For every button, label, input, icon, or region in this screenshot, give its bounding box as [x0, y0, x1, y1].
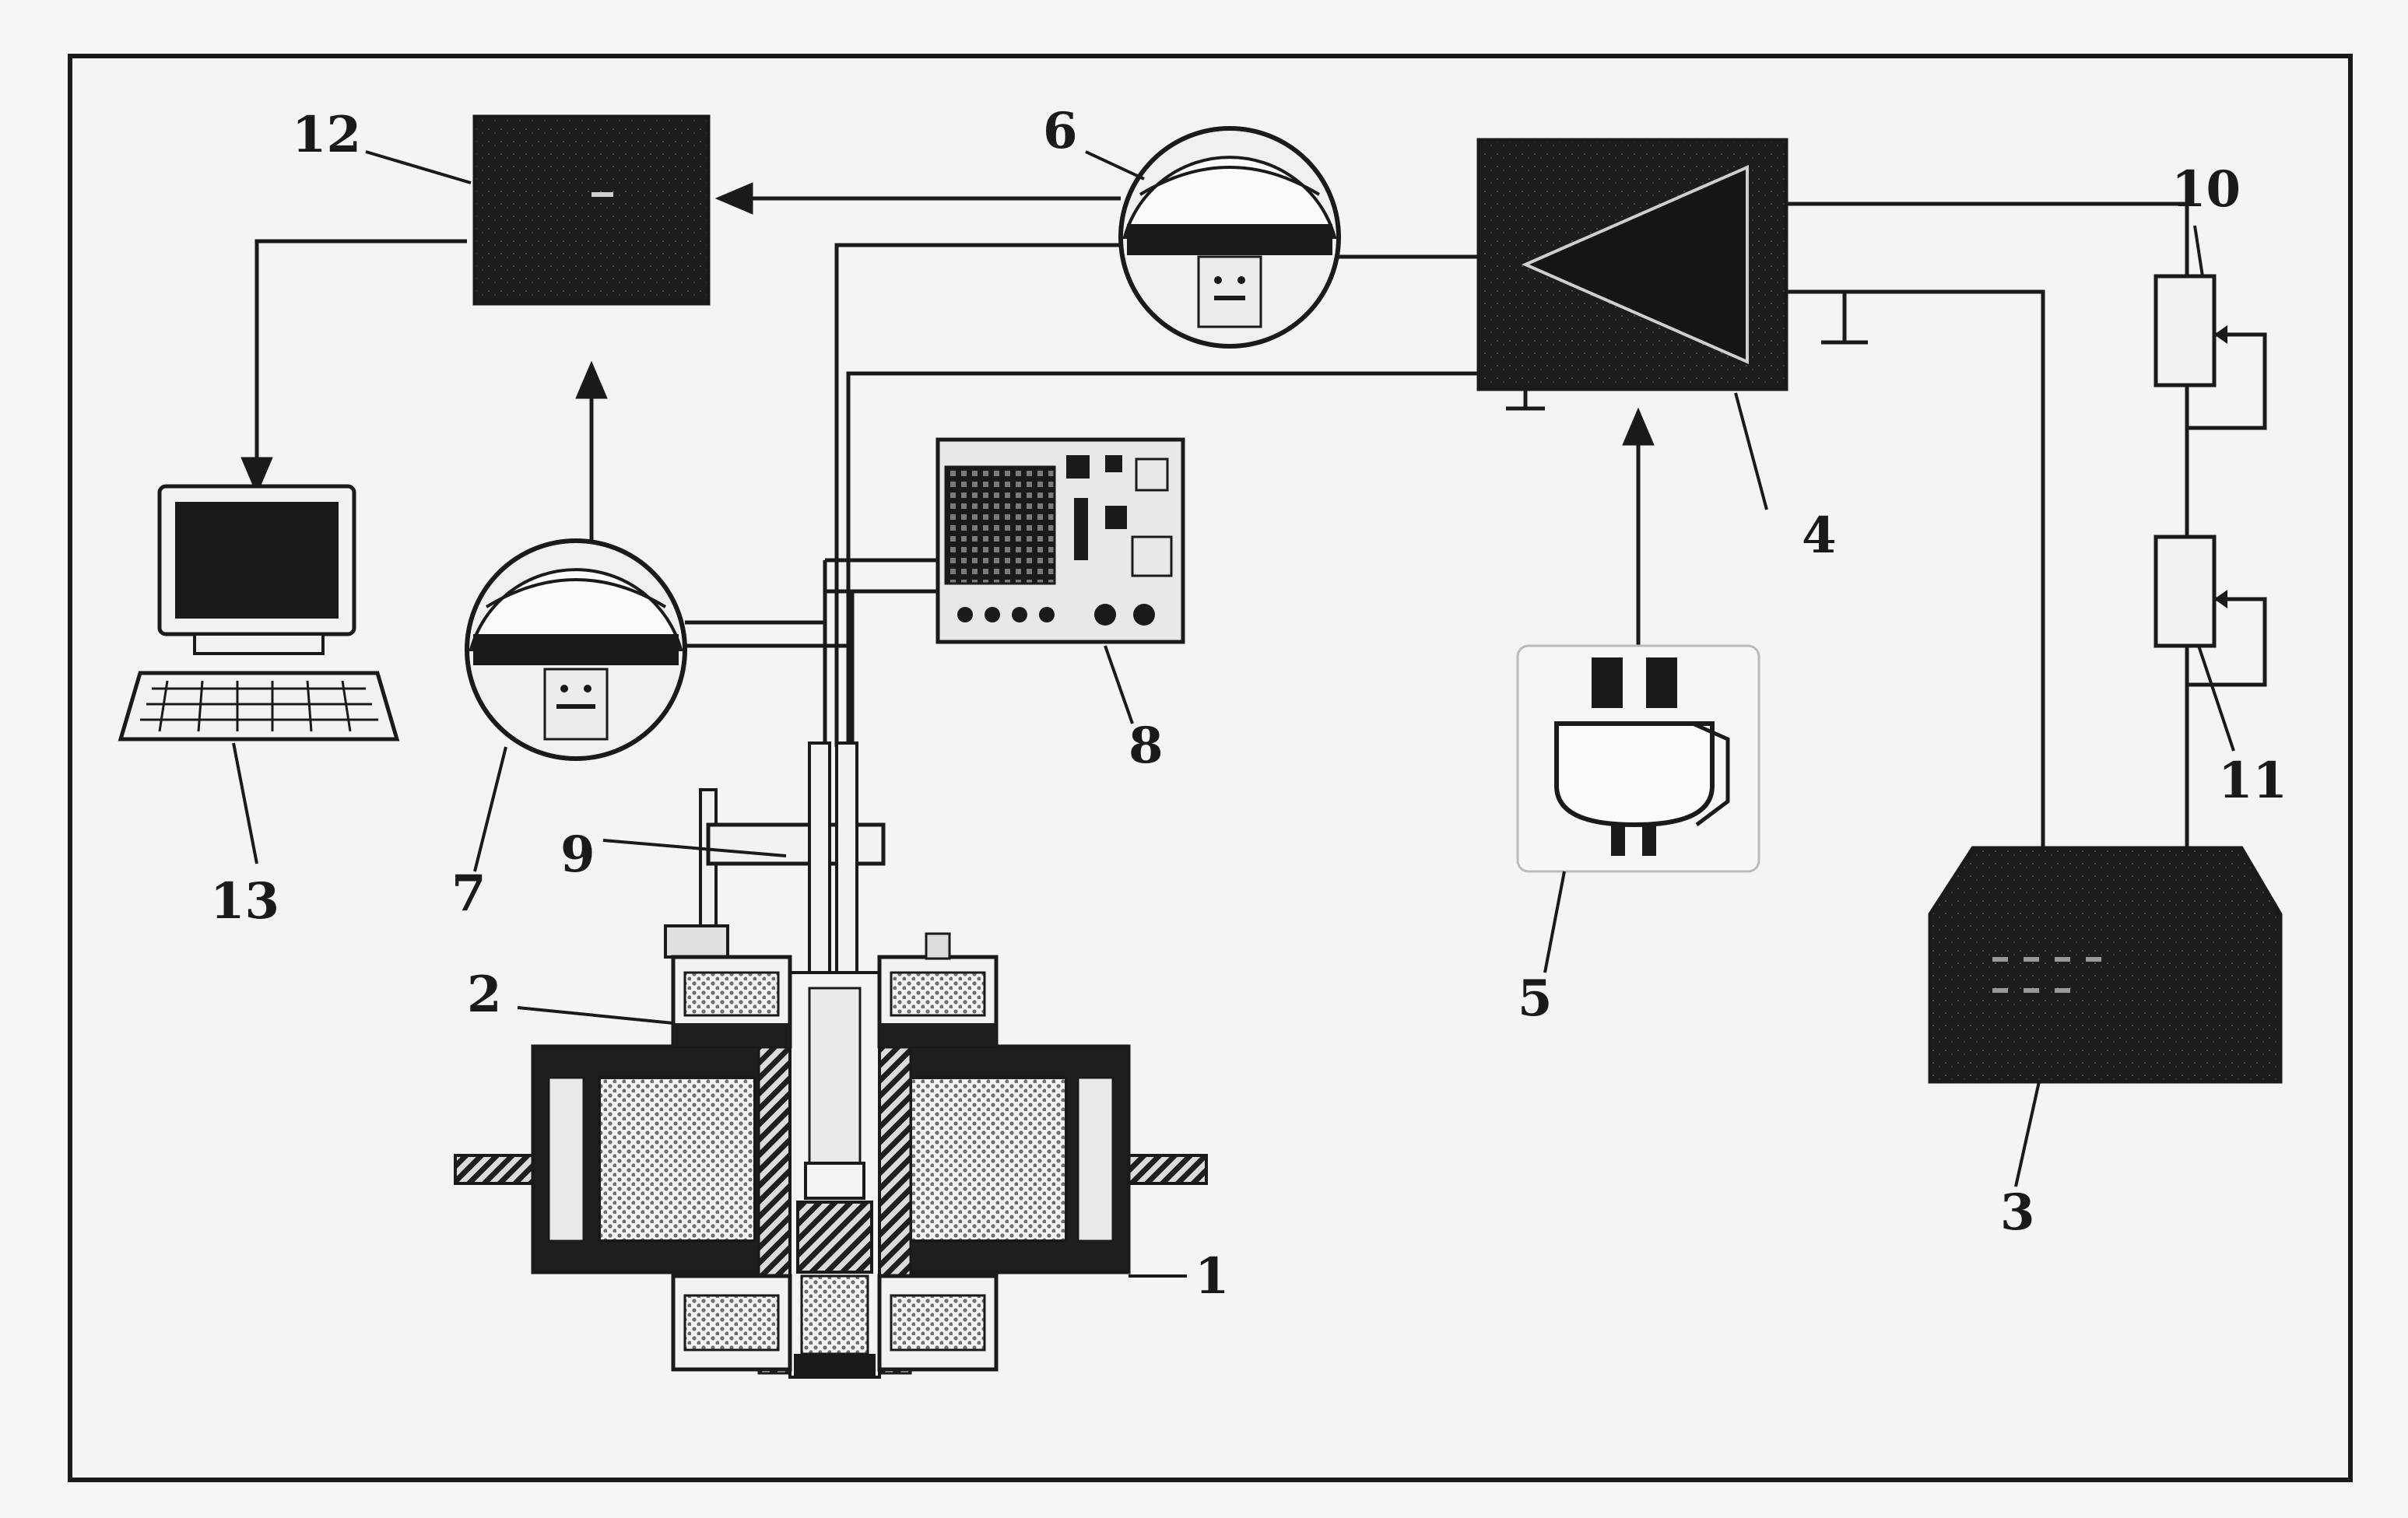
component-10-rheostat	[2154, 274, 2234, 387]
label-1: 1	[1195, 1247, 1230, 1306]
component-3-power-supply	[1928, 846, 2283, 1084]
label-3: 3	[2000, 1183, 2035, 1242]
label-10: 10	[2171, 160, 2241, 219]
component-4-amplifier	[1476, 138, 1788, 391]
label-6: 6	[1043, 102, 1078, 160]
label-4: 4	[1802, 507, 1837, 565]
label-2: 2	[467, 966, 502, 1024]
label-11: 11	[2218, 752, 2287, 810]
label-7: 7	[451, 864, 486, 923]
label-8: 8	[1129, 717, 1164, 775]
label-5: 5	[1518, 969, 1553, 1028]
component-5-thyristor	[1516, 644, 1760, 873]
label-9: 9	[560, 826, 595, 884]
label-13: 13	[210, 872, 279, 931]
component-12-data-recorder	[472, 114, 711, 306]
component-11-rheostat	[2154, 535, 2234, 648]
component-6-meter	[1118, 126, 1341, 349]
component-7-meter	[465, 538, 687, 761]
leader-lines	[232, 150, 2235, 1278]
component-13-computer	[118, 484, 400, 741]
component-1-electromagnet-cell	[454, 971, 1208, 1379]
callout-labels: 1 2 3 4 5 6 7 8 9 10 11 12 13	[210, 102, 2287, 1306]
signal-arrows	[240, 182, 1655, 646]
component-2-upper-flange	[671, 932, 999, 1049]
component-8-control-panel	[935, 437, 1185, 644]
label-12: 12	[292, 106, 361, 164]
wiring	[254, 202, 2267, 848]
